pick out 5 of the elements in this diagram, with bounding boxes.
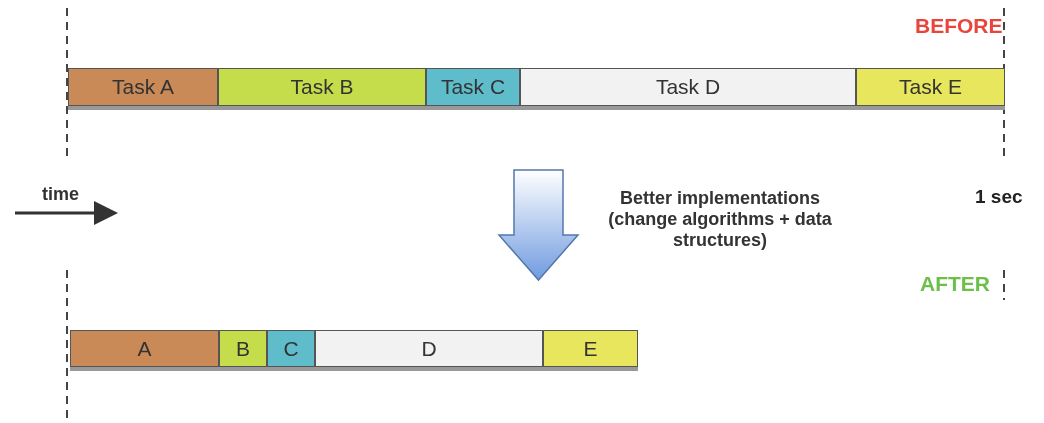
annotation-text: Better implementations (change algorithms + data structures) — [607, 188, 833, 251]
axis-label: time — [42, 184, 79, 205]
row-heading: BEFORE — [915, 14, 1003, 38]
axis-label: 1 sec — [975, 186, 1023, 208]
row-heading: AFTER — [920, 272, 990, 296]
